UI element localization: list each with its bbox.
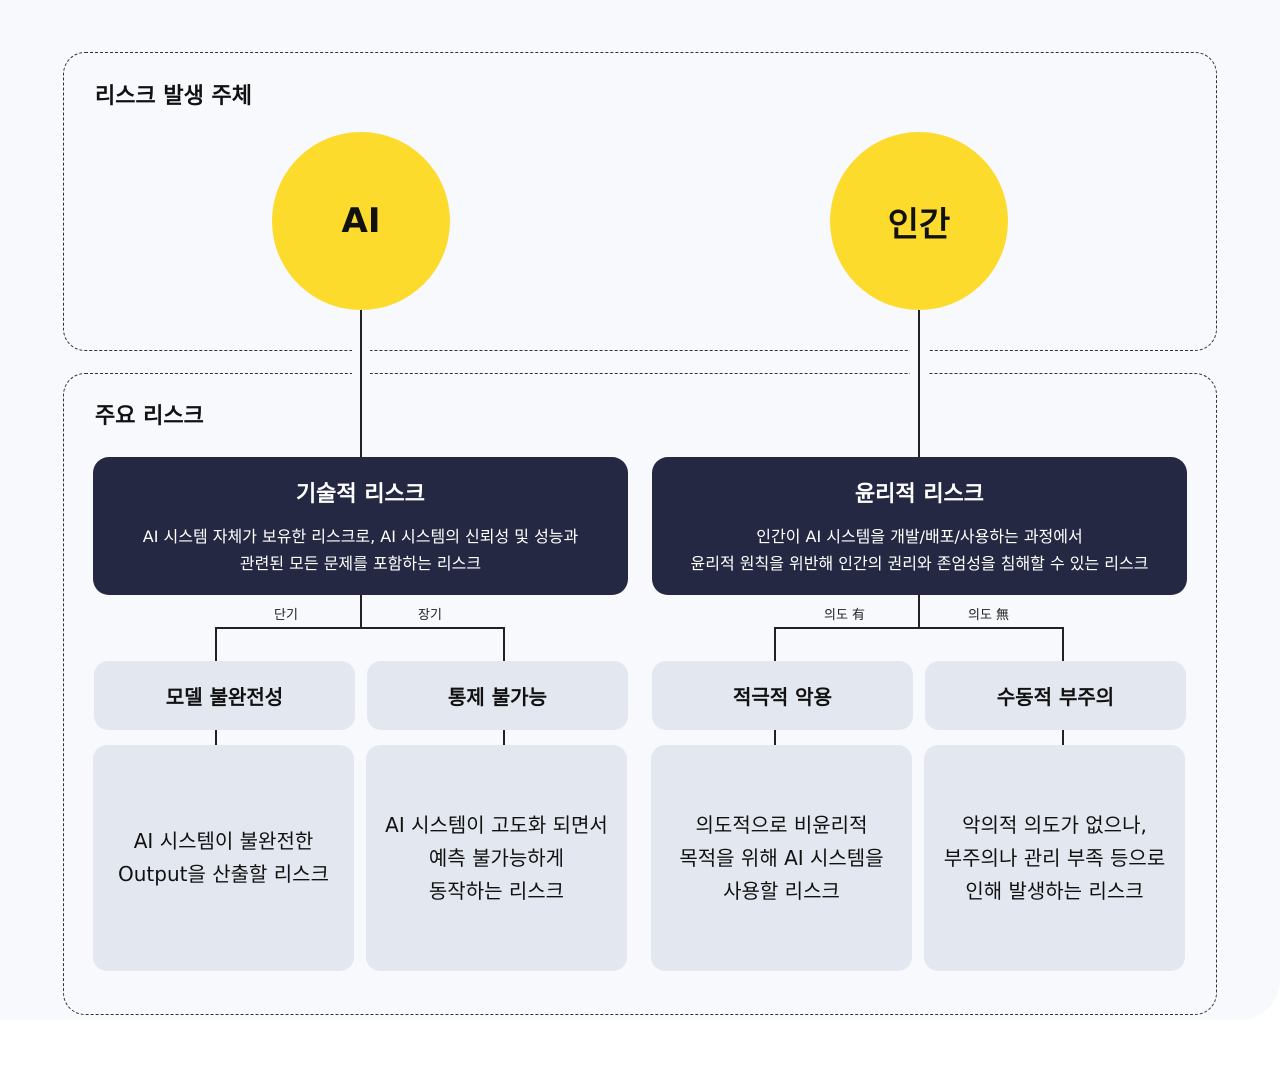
risk-source-title: 리스크 발생 주체	[95, 84, 252, 109]
technical-risk-box: 기술적 리스크 AI 시스템 자체가 보유한 리스크로, AI 시스템의 신뢰성…	[93, 457, 628, 595]
ethical-branch-right	[1062, 627, 1064, 661]
desc-line: Output을 산출할 리스크	[118, 862, 329, 886]
connector-ai-technical	[360, 310, 362, 457]
technical-branch-bar	[215, 627, 505, 629]
ethical-risk-desc-line: 인간이 AI 시스템을 개발/배포/사용하는 과정에서	[756, 527, 1083, 546]
desc-line: 사용할 리스크	[723, 878, 840, 903]
connector-cat-desc	[503, 730, 505, 745]
category-uncontrollable: 통제 불가능	[367, 661, 628, 730]
category-label: 적극적 악용	[733, 685, 832, 709]
desc-line: AI 시스템이 불완전한	[133, 829, 314, 853]
human-source-label: 인간	[887, 204, 951, 245]
connector-cat-desc	[774, 730, 776, 745]
desc-line: 목적을 위해 AI 시스템을	[679, 845, 884, 870]
desc-line: 예측 불가능하게	[428, 845, 565, 870]
branch-label-long-term: 장기	[418, 608, 442, 623]
desc-model-incompleteness: AI 시스템이 불완전한 Output을 산출할 리스크	[93, 745, 354, 971]
category-label: 통제 불가능	[448, 685, 547, 709]
desc-line: 인해 발생하는 리스크	[965, 878, 1144, 903]
technical-risk-desc-line: AI 시스템 자체가 보유한 리스크로, AI 시스템의 신뢰성 및 성능과	[142, 527, 579, 546]
ethical-risk-box: 윤리적 리스크 인간이 AI 시스템을 개발/배포/사용하는 과정에서 윤리적 …	[652, 457, 1187, 595]
ethical-risk-desc: 인간이 AI 시스템을 개발/배포/사용하는 과정에서 윤리적 원칙을 위반해 …	[652, 523, 1187, 577]
ethical-risk-desc-line: 윤리적 원칙을 위반해 인간의 권리와 존엄성을 침해할 수 있는 리스크	[690, 554, 1149, 573]
technical-branch-left	[215, 627, 217, 661]
technical-risk-title: 기술적 리스크	[295, 482, 426, 507]
technical-risk-desc-line: 관련된 모든 문제를 포함하는 리스크	[239, 554, 482, 573]
category-label: 모델 불완전성	[165, 685, 284, 709]
desc-line: 부주의나 관리 부족 등으로	[943, 845, 1166, 870]
connector-cat-desc	[1062, 730, 1064, 745]
category-active-misuse: 적극적 악용	[652, 661, 913, 730]
technical-branch-stem	[360, 595, 362, 629]
ethical-branch-bar	[774, 627, 1064, 629]
ai-source-circle: AI	[272, 132, 450, 310]
human-source-circle: 인간	[830, 132, 1008, 310]
desc-active-misuse: 의도적으로 비윤리적 목적을 위해 AI 시스템을 사용할 리스크	[651, 745, 912, 971]
category-passive-negligence: 수동적 부주의	[925, 661, 1186, 730]
desc-uncontrollable: AI 시스템이 고도화 되면서 예측 불가능하게 동작하는 리스크	[366, 745, 627, 971]
desc-passive-negligence: 악의적 의도가 없으나, 부주의나 관리 부족 등으로 인해 발생하는 리스크	[924, 745, 1185, 971]
branch-label-unintentional: 의도 無	[968, 608, 1010, 623]
main-risk-section	[63, 373, 1217, 1015]
desc-line: AI 시스템이 고도화 되면서	[385, 812, 608, 837]
ethical-branch-stem	[918, 595, 920, 629]
technical-branch-right	[503, 627, 505, 661]
desc-line: 악의적 의도가 없으나,	[962, 812, 1147, 837]
category-model-incompleteness: 모델 불완전성	[94, 661, 355, 730]
category-label: 수동적 부주의	[996, 685, 1115, 709]
ethical-risk-title: 윤리적 리스크	[854, 482, 985, 507]
desc-line: 의도적으로 비윤리적	[695, 812, 868, 837]
desc-line: 동작하는 리스크	[428, 878, 565, 903]
connector-cat-desc	[215, 730, 217, 745]
risk-source-section	[63, 52, 1217, 351]
branch-label-intentional: 의도 有	[824, 608, 866, 623]
ethical-branch-left	[774, 627, 776, 661]
branch-label-short-term: 단기	[274, 608, 298, 623]
connector-human-ethical	[918, 310, 920, 457]
main-risk-title: 주요 리스크	[95, 404, 204, 429]
technical-risk-desc: AI 시스템 자체가 보유한 리스크로, AI 시스템의 신뢰성 및 성능과 관…	[93, 523, 628, 577]
diagram-canvas: 리스크 발생 주체 주요 리스크 AI 인간 기술적 리스크 AI 시스템 자체…	[63, 52, 1217, 1015]
ai-source-label: AI	[341, 201, 381, 241]
